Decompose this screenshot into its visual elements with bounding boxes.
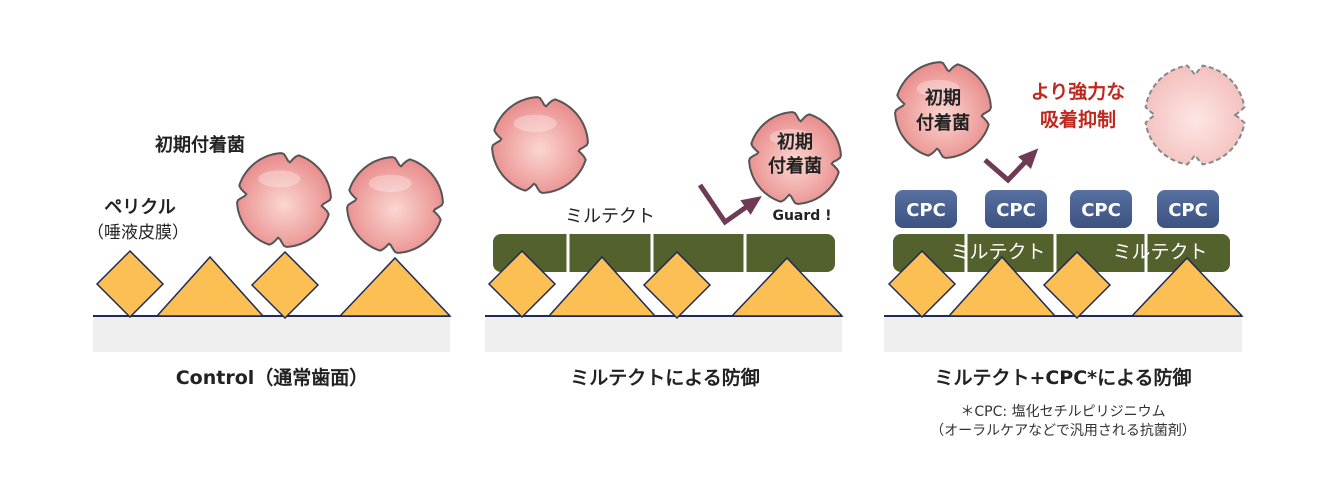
panel-milutect-cpc: 初期 付着菌 より強力な 吸着抑制 CPC CPC CPC CPC ミルテクト …	[906, 80, 1208, 439]
bacterium-highlight	[258, 170, 301, 188]
effect-line2: 吸着抑制	[1040, 108, 1116, 131]
bacterium	[346, 156, 444, 254]
bacterium	[491, 96, 589, 194]
enamel-diamond	[887, 249, 957, 319]
cpc-label: CPC	[1081, 200, 1121, 221]
bacterium-highlight	[769, 129, 812, 146]
caption-milutect-cpc: ミルテクト+CPC*による防御	[934, 366, 1191, 389]
enamel-triangle	[1130, 256, 1244, 317]
deflect-arrow	[697, 183, 754, 226]
deflect-arrow	[983, 155, 1032, 184]
bacteria-label: 初期付着菌	[155, 134, 245, 156]
footnote-line2: （オーラルケアなどで汎用される抗菌剤）	[930, 423, 1196, 439]
coating-label: ミルテクト	[1112, 241, 1207, 263]
cpc-label: CPC	[1168, 200, 1208, 221]
enamel-triangle	[730, 256, 844, 317]
cpc-block	[895, 190, 957, 228]
tooth-surface	[884, 316, 1242, 352]
bacterium	[894, 61, 992, 159]
enamel-triangle	[155, 255, 265, 317]
enamel-diamond	[1042, 250, 1112, 320]
bacteria-label-line2: 付着菌	[916, 112, 970, 134]
bacterium-highlight	[916, 79, 960, 98]
effect-line1: より強力な	[1031, 80, 1126, 103]
suppressed-bacterium	[1144, 64, 1246, 166]
arrow-head-icon	[740, 196, 762, 215]
enamel-diamond	[95, 249, 165, 319]
caption-milutect: ミルテクトによる防御	[570, 366, 759, 389]
panel-milutect: 初期 付着菌 ミルテクト Guard ! ミルテクトによる防御	[565, 131, 832, 389]
bacterium	[236, 152, 332, 248]
cpc-label: CPC	[996, 200, 1036, 221]
bacteria-label-line1: 初期	[777, 131, 813, 153]
coating-label: ミルテクト	[950, 241, 1045, 263]
coating-label: ミルテクト	[565, 206, 655, 227]
enamel-diamond	[250, 250, 320, 320]
bacterium-highlight	[368, 174, 412, 193]
panel-control: 初期付着菌 ペリクル （唾液皮膜） Control（通常歯面）	[87, 134, 368, 389]
pellicle-label: ペリクル	[104, 197, 175, 218]
cpc-label: CPC	[906, 200, 946, 221]
caption-control: Control（通常歯面）	[176, 366, 369, 389]
cpc-block	[1070, 190, 1132, 228]
enamel-diamond	[487, 249, 557, 319]
pellicle-sublabel: （唾液皮膜）	[87, 223, 189, 243]
bacteria-label-line2: 付着菌	[768, 155, 822, 177]
footnote-line1: ＊CPC: 塩化セチルピリジニウム	[960, 404, 1165, 420]
cpc-block	[1157, 190, 1219, 228]
cpc-block	[985, 190, 1047, 228]
bacterium	[748, 111, 842, 205]
milutect-coating	[493, 234, 835, 272]
enamel-triangle	[947, 255, 1057, 317]
tooth-surface	[93, 316, 450, 352]
enamel-triangle	[547, 255, 657, 317]
enamel-triangle	[338, 256, 452, 317]
enamel-diamond	[642, 250, 712, 320]
bacteria-label-line1: 初期	[925, 87, 961, 109]
guard-label: Guard !	[772, 208, 831, 224]
tooth-surface	[485, 316, 842, 352]
arrow-head-icon	[1018, 148, 1039, 169]
bacterium-highlight	[513, 114, 557, 133]
